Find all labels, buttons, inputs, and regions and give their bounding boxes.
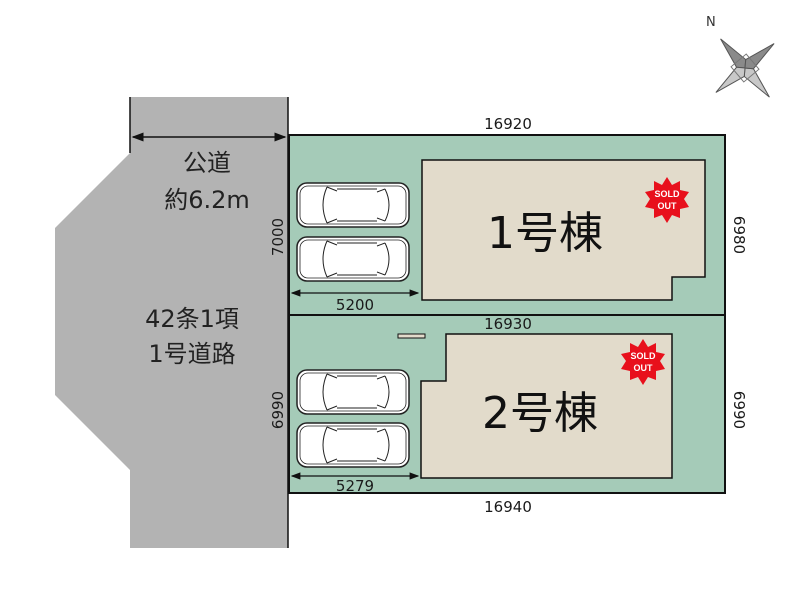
parking-car-icon — [296, 422, 410, 468]
parking-car-icon — [296, 236, 410, 282]
public-road — [55, 97, 288, 548]
road-type-line1: 42条1項 — [145, 305, 239, 333]
building-2[interactable] — [420, 333, 673, 479]
road-label-public: 公道 — [183, 149, 231, 177]
svg-text:OUT: OUT — [658, 201, 678, 211]
parking-car-icon — [296, 182, 410, 228]
lot-1-parking-width: 5200 — [336, 296, 374, 314]
sold-out-badge: SOLD OUT — [645, 177, 689, 223]
lot-1-top-dimension: 16920 — [484, 115, 532, 133]
lot-2-parking-width: 5279 — [336, 477, 374, 495]
lot-2-left-dimension: 6990 — [269, 391, 287, 429]
road-label-width: 約6.2m — [164, 186, 250, 214]
lot-2-top-dimension: 16930 — [484, 315, 532, 333]
lot-1[interactable]: 1号棟 SOLD OUT 5200 16920 7000 6980 — [269, 115, 748, 316]
lot-2-right-dimension: 6990 — [730, 391, 748, 429]
compass-icon — [715, 38, 775, 98]
svg-text:SOLD: SOLD — [654, 189, 680, 199]
svg-text:OUT: OUT — [634, 363, 654, 373]
lot-2[interactable]: 2号棟 SOLD OUT 5279 16930 16940 6990 6990 — [269, 314, 748, 516]
building-1[interactable] — [421, 159, 706, 301]
parking-car-icon — [296, 369, 410, 415]
road-type-line2: 1号道路 — [148, 340, 235, 368]
building-2-label: 2号棟 — [482, 388, 598, 439]
lot-1-right-dimension: 6980 — [730, 216, 748, 254]
lot-1-left-dimension: 7000 — [269, 218, 287, 256]
sold-out-badge: SOLD OUT — [621, 339, 665, 385]
lot-2-bottom-dimension: 16940 — [484, 498, 532, 516]
building-1-label: 1号棟 — [487, 208, 603, 259]
north-label: N — [706, 15, 716, 30]
svg-text:SOLD: SOLD — [630, 351, 656, 361]
